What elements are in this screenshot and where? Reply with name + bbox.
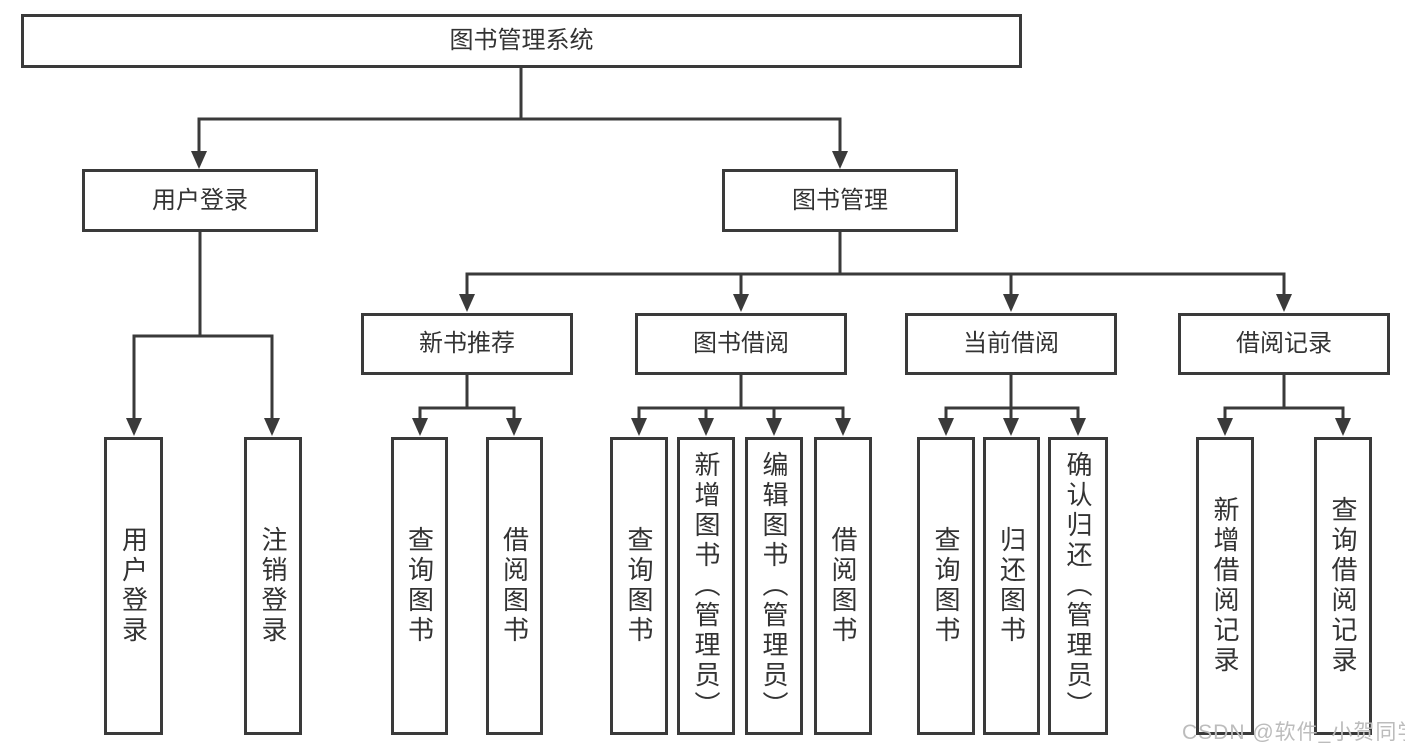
connector-borrow xyxy=(631,375,851,436)
leaf-borrow-books-recommend: 借阅图书 xyxy=(486,437,543,735)
connector-book-management xyxy=(459,232,1292,312)
leaf-add-book-admin: 新增图书（管理员） xyxy=(677,437,735,735)
leaf-logout: 注销登录 xyxy=(244,437,302,735)
connector-records xyxy=(1217,375,1351,436)
leaf-edit-book-admin: 编辑图书（管理员） xyxy=(745,437,803,735)
leaf-query-books-borrow: 查询图书 xyxy=(610,437,668,735)
node-borrow-records: 借阅记录 xyxy=(1178,313,1390,375)
csdn-watermark: CSDN @软件_小贺同学 xyxy=(1182,721,1405,744)
connector-recommend xyxy=(412,375,522,436)
node-user-login: 用户登录 xyxy=(82,169,318,232)
node-book-borrow: 图书借阅 xyxy=(635,313,847,375)
leaf-query-books-recommend: 查询图书 xyxy=(391,437,448,735)
leaf-query-books-current: 查询图书 xyxy=(917,437,975,735)
leaf-add-borrow-record: 新增借阅记录 xyxy=(1196,437,1254,735)
leaf-confirm-return-admin: 确认归还（管理员） xyxy=(1048,437,1108,735)
node-new-book-recommend: 新书推荐 xyxy=(361,313,573,375)
node-book-management: 图书管理 xyxy=(722,169,958,232)
leaf-user-login: 用户登录 xyxy=(104,437,163,735)
leaf-query-borrow-record: 查询借阅记录 xyxy=(1314,437,1372,735)
leaf-return-books: 归还图书 xyxy=(983,437,1040,735)
connector-root xyxy=(191,68,848,169)
leaf-borrow-books: 借阅图书 xyxy=(814,437,872,735)
connector-current xyxy=(938,375,1086,436)
connector-user-login xyxy=(126,232,280,436)
node-root-system: 图书管理系统 xyxy=(21,14,1022,68)
node-current-borrow: 当前借阅 xyxy=(905,313,1117,375)
